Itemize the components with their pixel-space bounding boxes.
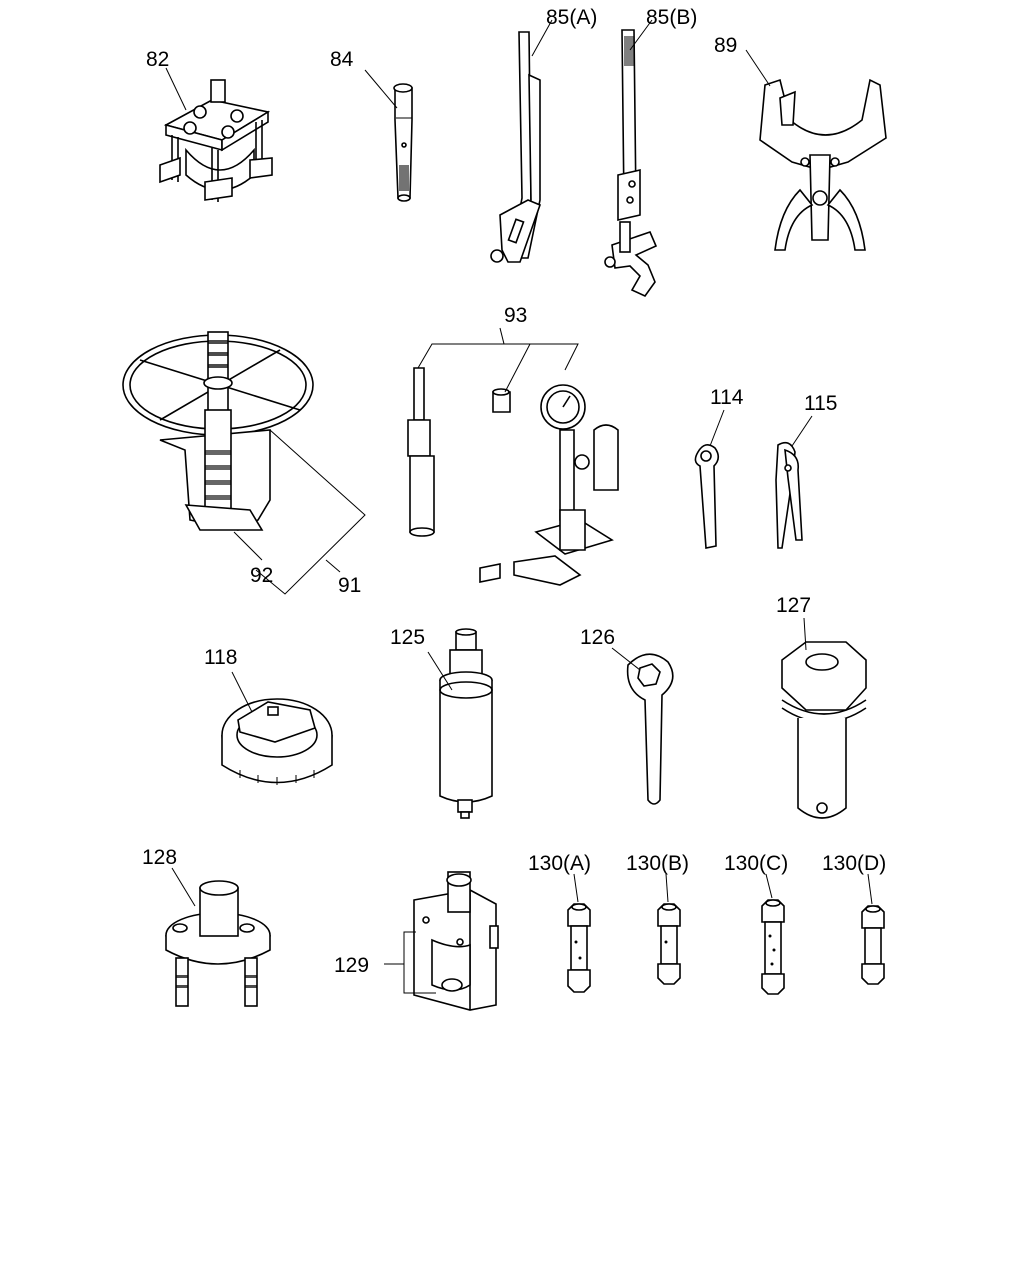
- callout-82: 82: [146, 48, 169, 71]
- part-130a-drawing: [567, 903, 591, 993]
- callout-115: 115: [804, 392, 837, 415]
- leader-126: [611, 647, 641, 671]
- leader-91: [325, 559, 341, 573]
- leader-85b: [629, 19, 653, 51]
- leader-114: [709, 409, 725, 447]
- callout-118: 118: [204, 646, 237, 669]
- leader-128: [171, 867, 196, 907]
- leader-85a: [531, 19, 553, 57]
- part-114-drawing: [694, 444, 720, 549]
- leader-118: [231, 671, 253, 713]
- leader-93-bracket: [417, 343, 579, 371]
- part-82-drawing: [159, 79, 273, 202]
- leader-130c: [765, 873, 773, 899]
- callout-130d: 130(D): [822, 852, 886, 875]
- callout-127: 127: [776, 594, 811, 617]
- part-126-drawing: [626, 653, 674, 805]
- leader-129-bracket: [403, 931, 436, 994]
- callout-85b: 85(B): [646, 6, 697, 29]
- callout-130a: 130(A): [528, 852, 591, 875]
- leader-130b: [665, 873, 669, 903]
- leader-93: [499, 327, 505, 345]
- callout-89: 89: [714, 34, 737, 57]
- part-130d-drawing: [861, 905, 885, 985]
- leader-130d: [867, 873, 873, 905]
- leader-91-92: [255, 429, 366, 595]
- callout-130b: 130(B): [626, 852, 689, 875]
- part-128-drawing: [165, 880, 271, 1007]
- callout-85a: 85(A): [546, 6, 597, 29]
- leader-89: [745, 49, 771, 87]
- callout-91: 91: [338, 574, 361, 597]
- leader-127: [803, 617, 807, 651]
- part-127-drawing: [781, 641, 867, 819]
- part-130c-drawing: [761, 899, 785, 995]
- callout-84: 84: [330, 48, 354, 71]
- part-115-drawing: [775, 441, 803, 549]
- part-93-drawing: [407, 367, 619, 586]
- callout-129: 129: [334, 954, 369, 977]
- part-125-drawing: [439, 628, 493, 819]
- leader-130a: [573, 873, 579, 903]
- callout-92: 92: [250, 564, 273, 587]
- part-85a-drawing: [490, 31, 542, 263]
- part-129-drawing: [413, 871, 499, 1011]
- callout-93: 93: [504, 304, 527, 327]
- callout-114: 114: [710, 386, 744, 409]
- leader-93-cap: [504, 343, 531, 393]
- leader-82: [165, 67, 187, 111]
- leader-84: [364, 69, 398, 109]
- leader-92: [233, 531, 263, 561]
- callout-130c: 130(C): [724, 852, 788, 875]
- part-91-drawing: [122, 331, 314, 531]
- part-118-drawing: [221, 698, 333, 785]
- callout-126: 126: [580, 626, 615, 649]
- callout-128: 128: [142, 846, 177, 869]
- leader-115: [791, 415, 813, 447]
- leader-125: [427, 651, 453, 691]
- part-84-drawing: [393, 83, 413, 202]
- part-130b-drawing: [657, 903, 681, 985]
- part-89-drawing: [759, 78, 887, 251]
- part-85b-drawing: [604, 29, 658, 298]
- callout-125: 125: [390, 626, 425, 649]
